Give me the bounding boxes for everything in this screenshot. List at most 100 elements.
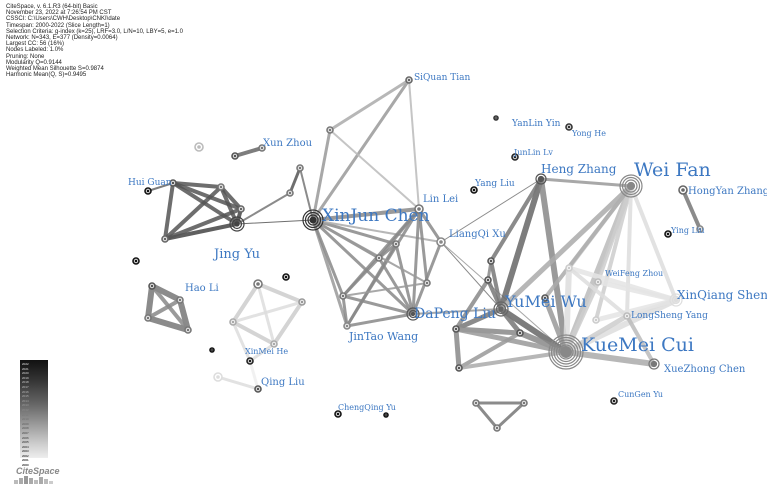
author-node[interactable]: [176, 296, 184, 304]
author-node[interactable]: [696, 225, 704, 233]
author-node[interactable]: [253, 279, 263, 289]
author-node[interactable]: [375, 254, 383, 262]
author-node[interactable]: [619, 174, 643, 198]
author-node[interactable]: [511, 153, 519, 161]
node-ring: [624, 179, 638, 193]
author-node[interactable]: [302, 209, 324, 231]
author-node[interactable]: [132, 257, 140, 265]
label-chengqing-yu[interactable]: ChengQing Yu: [338, 403, 396, 412]
author-node[interactable]: [436, 237, 446, 247]
label-cungen-yu[interactable]: CunGen Yu: [618, 390, 663, 399]
author-node[interactable]: [406, 307, 420, 321]
author-node[interactable]: [270, 340, 278, 348]
author-node[interactable]: [610, 397, 618, 405]
node-dot: [439, 240, 443, 244]
label-xinqiang-shen[interactable]: XinQiang Shen: [677, 288, 767, 302]
label-lin-lei[interactable]: Lin Lei: [423, 194, 458, 205]
label-jing-yu[interactable]: Jing Yu: [212, 247, 260, 262]
author-node[interactable]: [213, 372, 223, 382]
author-node[interactable]: [296, 164, 304, 172]
label-xun-zhou[interactable]: Xun Zhou: [263, 138, 313, 149]
label-yang-liu[interactable]: Yang Liu: [474, 179, 515, 189]
label-dapeng-liu[interactable]: DaPeng Liu: [414, 306, 496, 322]
node-ring: [406, 307, 420, 321]
author-node[interactable]: [237, 205, 245, 213]
coauthor-edge: [163, 222, 239, 241]
label-qing-liu[interactable]: Qing Liu: [261, 377, 305, 388]
label-yanlin-yin[interactable]: YanLin Yin: [511, 119, 561, 129]
author-node[interactable]: [161, 235, 169, 243]
label-wei-fan[interactable]: Wei Fan: [634, 159, 711, 181]
author-node[interactable]: [548, 334, 584, 370]
author-node[interactable]: [217, 183, 225, 191]
author-node[interactable]: [678, 185, 688, 195]
author-node[interactable]: [144, 187, 152, 195]
author-node[interactable]: [414, 204, 424, 214]
author-node[interactable]: [334, 410, 342, 418]
author-node[interactable]: [169, 179, 177, 187]
author-node[interactable]: [594, 278, 602, 286]
label-xinmei-he[interactable]: XinMei He: [245, 347, 288, 356]
author-node[interactable]: [493, 301, 509, 317]
author-node[interactable]: [664, 230, 672, 238]
coauthor-edge: [145, 283, 155, 321]
label-hongyan-zhang[interactable]: HongYan Zhang: [688, 186, 767, 197]
label-heng-zhang[interactable]: Heng Zhang: [541, 162, 617, 176]
label-hao-li[interactable]: Hao Li: [185, 283, 219, 294]
author-node[interactable]: [565, 264, 573, 272]
author-node[interactable]: [472, 399, 480, 407]
label-ying-liu[interactable]: Ying Liu: [670, 226, 705, 235]
label-xinjun-chen[interactable]: XinJun Chen: [322, 206, 430, 226]
author-node[interactable]: [405, 76, 413, 84]
author-node[interactable]: [669, 293, 683, 307]
author-node[interactable]: [282, 273, 290, 281]
author-node[interactable]: [484, 276, 492, 284]
author-node[interactable]: [229, 216, 245, 232]
author-node[interactable]: [144, 314, 152, 322]
label-jintao-wang[interactable]: JinTao Wang: [348, 330, 418, 343]
author-node[interactable]: [423, 279, 431, 287]
coauthor-edge: [411, 207, 421, 316]
author-node[interactable]: [592, 316, 600, 324]
author-node[interactable]: [493, 424, 501, 432]
author-node[interactable]: [455, 364, 463, 372]
author-node[interactable]: [383, 412, 389, 418]
author-node[interactable]: [487, 257, 495, 265]
author-node[interactable]: [194, 142, 204, 152]
author-node[interactable]: [470, 186, 478, 194]
author-node[interactable]: [254, 385, 262, 393]
label-liangqi-xu[interactable]: LiangQi Xu: [449, 229, 506, 240]
author-node[interactable]: [148, 282, 156, 290]
label-weifeng-zhou[interactable]: WeiFeng Zhou: [605, 269, 663, 278]
label-siquan-tian[interactable]: SiQuan Tian: [414, 73, 470, 83]
author-node[interactable]: [516, 329, 524, 337]
label-junlin-lv[interactable]: JunLin Lv: [513, 148, 553, 157]
label-yumei-wu[interactable]: YuMei Wu: [504, 292, 587, 311]
label-longsheng-yang[interactable]: LongSheng Yang: [631, 311, 708, 321]
author-node[interactable]: [493, 115, 499, 121]
author-node[interactable]: [229, 318, 237, 326]
author-node[interactable]: [339, 292, 347, 300]
author-node[interactable]: [541, 294, 549, 302]
author-node[interactable]: [184, 326, 192, 334]
author-node[interactable]: [231, 152, 239, 160]
label-hui-guan[interactable]: Hui Guan: [128, 178, 172, 188]
author-node[interactable]: [520, 399, 528, 407]
author-node[interactable]: [565, 123, 573, 131]
label-yong-he[interactable]: Yong He: [571, 129, 606, 138]
author-node[interactable]: [209, 347, 215, 353]
author-node[interactable]: [535, 173, 547, 185]
author-node[interactable]: [258, 144, 266, 152]
author-node[interactable]: [623, 312, 631, 320]
author-node[interactable]: [392, 240, 400, 248]
label-kuemei-cui[interactable]: KueMei Cui: [581, 334, 694, 356]
info-line: Modularity Q=0.9144: [6, 59, 62, 66]
author-node[interactable]: [286, 189, 294, 197]
author-node[interactable]: [648, 358, 660, 370]
author-node[interactable]: [326, 126, 334, 134]
author-node[interactable]: [343, 322, 351, 330]
author-node[interactable]: [246, 357, 254, 365]
label-xuezhong-chen[interactable]: XueZhong Chen: [664, 364, 746, 375]
author-node[interactable]: [452, 325, 460, 333]
author-node[interactable]: [298, 298, 306, 306]
